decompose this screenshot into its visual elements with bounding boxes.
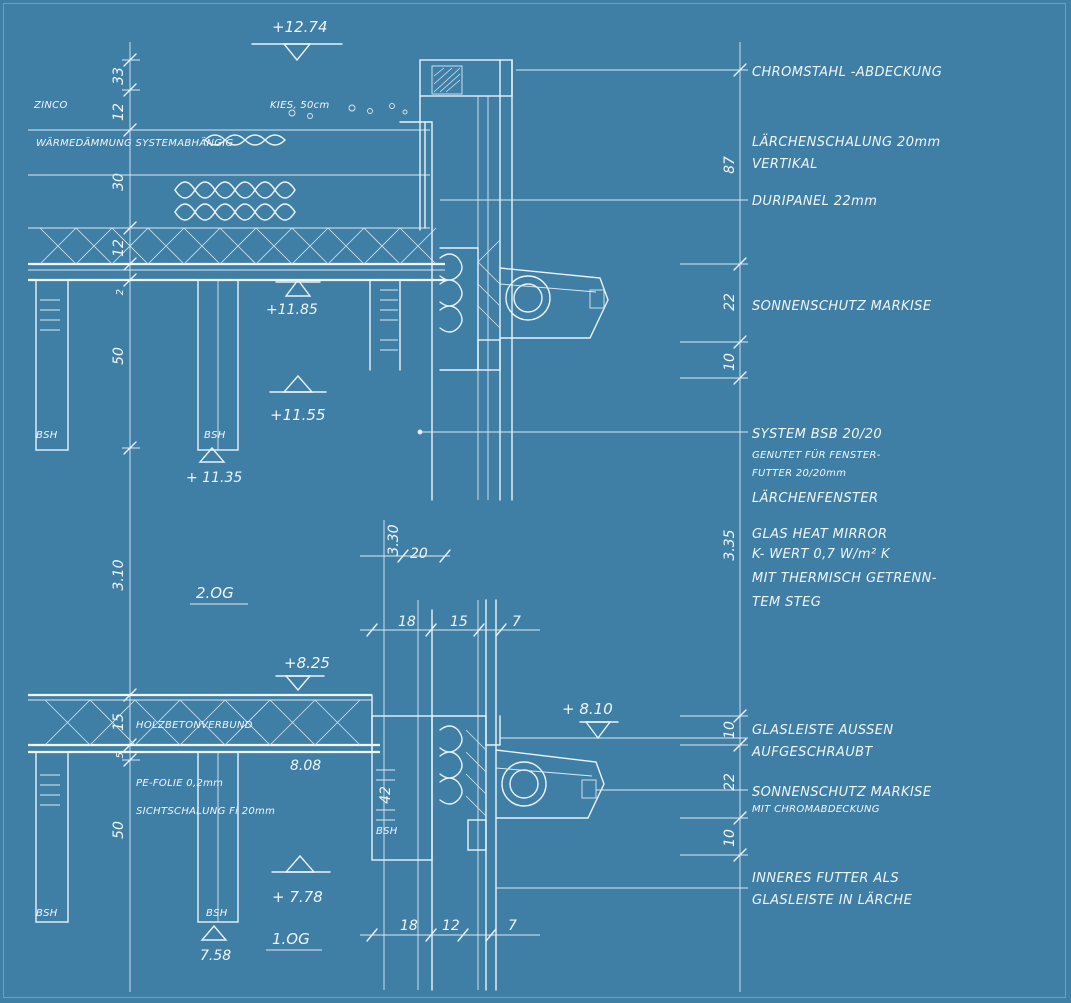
label-bsh-4: BSH (36, 908, 58, 919)
label-sonnenschutz-markise: SONNENSCHUTZ MARKISE (752, 299, 932, 314)
label-1og: 1.OG (272, 930, 310, 948)
label-2og: 2.OG (196, 584, 234, 602)
label-aufgeschraubt: AUFGESCHRAUBT (751, 745, 873, 760)
level-810: + 8.10 (562, 700, 613, 718)
dim-mid-42: 42 (378, 786, 394, 804)
roof-buildup (28, 103, 445, 282)
dim-left-33: 33 (111, 67, 127, 85)
level-808: 8.08 (290, 758, 321, 774)
dim-right-22b: 22 (722, 773, 738, 791)
dim-mid-330: 3.30 (386, 524, 402, 555)
label-glasleiste-laerche: GLASLEISTE IN LÄRCHE (752, 892, 913, 908)
upper-awning (439, 239, 609, 371)
dim-mid-18a: 18 (398, 614, 416, 630)
label-steg: TEM STEG (752, 595, 821, 610)
label-glasleiste-aussen: GLASLEISTE AUSSEN (752, 723, 893, 738)
dim-mid-20: 20 (410, 546, 428, 562)
label-futter: FUTTER 20/20mm (752, 468, 846, 479)
label-thermisch: MIT THERMISCH GETRENN- (752, 571, 937, 586)
dim-right-335: 3.35 (722, 529, 738, 560)
dim-right-87: 87 (722, 156, 738, 174)
dim-left-2: 2 (115, 289, 126, 296)
label-laerchenschalung: LÄRCHENSCHALUNG 20mm (752, 134, 941, 150)
dim-left-50a: 50 (111, 347, 127, 365)
level-markers (198, 43, 619, 941)
level-1155: +11.55 (270, 406, 326, 424)
dim-left-5: 5 (115, 752, 126, 759)
leader-lines (417, 199, 748, 889)
label-inneres-futter: INNERES FUTTER ALS (752, 871, 899, 886)
level-758: 7.58 (200, 948, 231, 964)
dim-mid-18b: 18 (400, 918, 418, 934)
lower-floor-slab (28, 693, 433, 923)
dim-left-12a: 12 (111, 103, 127, 121)
dim-left-50b: 50 (111, 821, 127, 839)
label-chromabdeckung: MIT CHROMABDECKUNG (752, 804, 880, 815)
dim-mid-15: 15 (450, 614, 468, 630)
level-1185: +11.85 (266, 302, 318, 318)
dim-left-30: 30 (111, 173, 127, 191)
dim-right-10a: 10 (722, 353, 738, 371)
level-825: +8.25 (284, 654, 330, 672)
dim-left-12b: 12 (111, 239, 127, 257)
label-pe-folie: PE-FOLIE 0,2mm (136, 778, 223, 789)
label-sichtschalung: SICHTSCHALUNG Fi 20mm (136, 806, 275, 817)
label-duripanel: DURIPANEL 22mm (752, 194, 877, 209)
label-k-wert: K- WERT 0,7 W/m² K (752, 547, 891, 562)
dim-right-10c: 10 (722, 829, 738, 847)
label-holzbetonverbund: HOLZBETONVERBUND (136, 720, 253, 731)
lower-awning (431, 715, 605, 851)
dim-left-15: 15 (111, 713, 127, 731)
dim-right-22a: 22 (722, 293, 738, 311)
label-chromstahl: CHROMSTAHL -ABDECKUNG (752, 65, 942, 80)
dim-right-10b: 10 (722, 721, 738, 739)
facade-wall (417, 59, 513, 991)
right-dimension-chain: 87 22 10 3.35 10 22 10 (516, 42, 748, 992)
label-waermedaemmung: WÄRMEDÄMMUNG SYSTEMABHÄNGIG (36, 136, 234, 149)
label-bsh-3: BSH (376, 826, 398, 837)
dim-mid-7a: 7 (512, 614, 521, 630)
level-1274: +12.74 (272, 18, 328, 36)
label-zinco: ZINCO (33, 100, 68, 111)
label-kies: KIES, 50cm (270, 100, 330, 111)
upper-beams (35, 279, 401, 451)
level-1135: + 11.35 (186, 470, 242, 486)
dim-left-310: 3.10 (111, 559, 127, 590)
label-bsh-5: BSH (206, 908, 228, 919)
label-system-bsb: SYSTEM BSB 20/20 (752, 427, 882, 442)
label-vertikal: VERTIKAL (752, 157, 818, 172)
label-bsh-1: BSH (36, 430, 58, 441)
label-glas-heat-mirror: GLAS HEAT MIRROR (752, 527, 887, 542)
label-genutet: GENUTET FÜR FENSTER- (752, 448, 881, 461)
dim-mid-12: 12 (442, 918, 460, 934)
dim-mid-7b: 7 (508, 918, 517, 934)
label-bsh-2: BSH (204, 430, 226, 441)
label-sonnenschutz-markise-2: SONNENSCHUTZ MARKISE (752, 785, 932, 800)
level-778: + 7.78 (272, 888, 323, 906)
left-dimension-chain: 33 12 30 12 2 50 3.10 15 5 50 (111, 42, 140, 992)
label-laerchenfenster: LÄRCHENFENSTER (752, 490, 878, 506)
sheet-frame (3, 3, 1066, 998)
middle-dimensions: 3.30 20 18 15 7 42 18 12 7 (360, 520, 540, 990)
